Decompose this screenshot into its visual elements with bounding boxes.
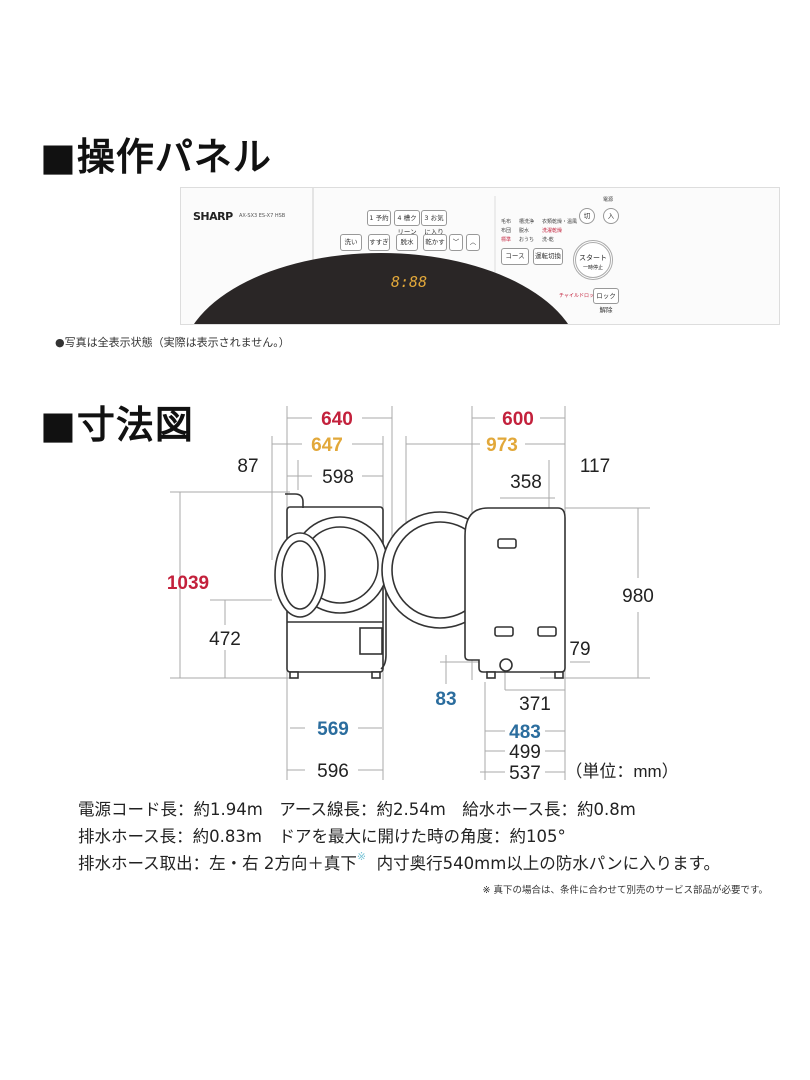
child-lock-label: チャイルドロック (559, 293, 599, 299)
wash-button[interactable]: 洗い (340, 234, 362, 251)
front-569: 569 (317, 719, 349, 740)
door-window (194, 253, 568, 324)
side-483: 483 (509, 722, 541, 743)
time-display: 8:88 (391, 273, 428, 291)
dry-button[interactable]: 乾かす (423, 234, 447, 251)
front-87: 87 (237, 456, 258, 477)
start-label: スタート (579, 254, 607, 262)
front-596: 596 (317, 761, 349, 782)
front-height-total: 1039 (167, 573, 209, 594)
photo-note: ●写真は全表示状態（実際は表示されません。） (55, 336, 290, 349)
course-label: 洗濯乾燥 (542, 228, 563, 234)
power-label: 電源 (603, 197, 614, 203)
control-panel-photo: SHARP AX-SX3 ES-X7 HSB 1 予約 4 槽クリーン 3 お気… (180, 187, 780, 325)
spec-line-1: 電源コード長：約1.94m アース線長：約2.54m 給水ホース長：約0.8m (78, 800, 636, 819)
course-label: 洗-乾 (542, 237, 554, 243)
side-358: 358 (510, 472, 542, 493)
course-button[interactable]: コース (501, 248, 529, 265)
spin-button[interactable]: 脱水 (396, 234, 418, 251)
side-973: 973 (486, 435, 518, 456)
lock-release-button[interactable]: ロック解除 (593, 288, 619, 314)
side-117: 117 (580, 456, 610, 477)
unit-label: （単位：mm） (565, 762, 678, 781)
course-label: 布団 (501, 228, 512, 234)
panel-background (194, 188, 568, 324)
course-label: 毛布 (501, 219, 512, 225)
side-79: 79 (569, 639, 590, 660)
dimension-drawing: 640 647 87 598 1039 472 569 596 600 973 … (167, 406, 679, 784)
side-view (381, 507, 566, 679)
start-pause-button[interactable]: スタート 一時停止 (573, 240, 613, 280)
drain-direction: 排水ホース取出：左・右 2方向＋真下 (78, 854, 357, 873)
favorite-button[interactable]: 3 お気に入り (421, 210, 447, 236)
footnote: ※ 真下の場合は、条件に合わせて別売のサービス部品が必要です。 (482, 885, 768, 896)
spec-line-2: 排水ホース長：約0.83m ドアを最大に開けた時の角度：約105° (78, 827, 566, 846)
pan-size: 内寸奥行540mm以上の防水パンに入ります。 (366, 854, 720, 873)
side-83: 83 (435, 689, 456, 710)
panel-section-title: ■操作パネル (40, 135, 272, 179)
footnote-mark: ※ (356, 850, 367, 863)
side-980: 980 (622, 586, 654, 607)
side-499: 499 (509, 742, 541, 763)
front-width-total: 640 (321, 409, 353, 430)
down-button[interactable]: ﹀ (449, 234, 463, 251)
power-off-button[interactable]: 切 (579, 208, 595, 224)
reserve-button[interactable]: 1 予約 (367, 210, 391, 226)
tub-clean-button[interactable]: 4 槽クリーン (394, 210, 420, 236)
course-label: 脱水 (519, 228, 530, 234)
course-label: おうち (519, 237, 535, 243)
front-598: 598 (322, 467, 354, 488)
side-depth-total: 600 (502, 409, 534, 430)
side-537: 537 (509, 763, 541, 784)
mode-switch-button[interactable]: 運転切換 (533, 248, 563, 265)
front-width-647: 647 (311, 435, 343, 456)
spec-line-3: 排水ホース取出：左・右 2方向＋真下※ 内寸奥行540mm以上の防水パンに入りま… (78, 850, 720, 874)
power-on-button[interactable]: 入 (603, 208, 619, 224)
pause-label: 一時停止 (582, 265, 603, 271)
rinse-button[interactable]: すすぎ (368, 234, 390, 251)
front-472: 472 (209, 629, 241, 650)
course-label: 衣類乾燥・温風 (542, 219, 578, 225)
course-label: 標準 (501, 237, 512, 243)
course-label: 槽洗浄 (519, 219, 535, 225)
course-list: 毛布 槽洗浄 衣類乾燥・温風 布団 脱水 洗濯乾燥 標準 おうち 洗-乾 (501, 218, 581, 245)
model-text: AX-SX3 ES-X7 HSB (239, 213, 286, 219)
front-view (274, 493, 389, 679)
brand-logo: SHARP (193, 210, 233, 223)
dimension-labels: 640 647 87 598 1039 472 569 596 600 973 … (167, 409, 679, 784)
dimensions-section-title: ■寸法図 (40, 403, 194, 447)
side-371: 371 (519, 694, 551, 715)
up-button[interactable]: ︿ (466, 234, 480, 251)
